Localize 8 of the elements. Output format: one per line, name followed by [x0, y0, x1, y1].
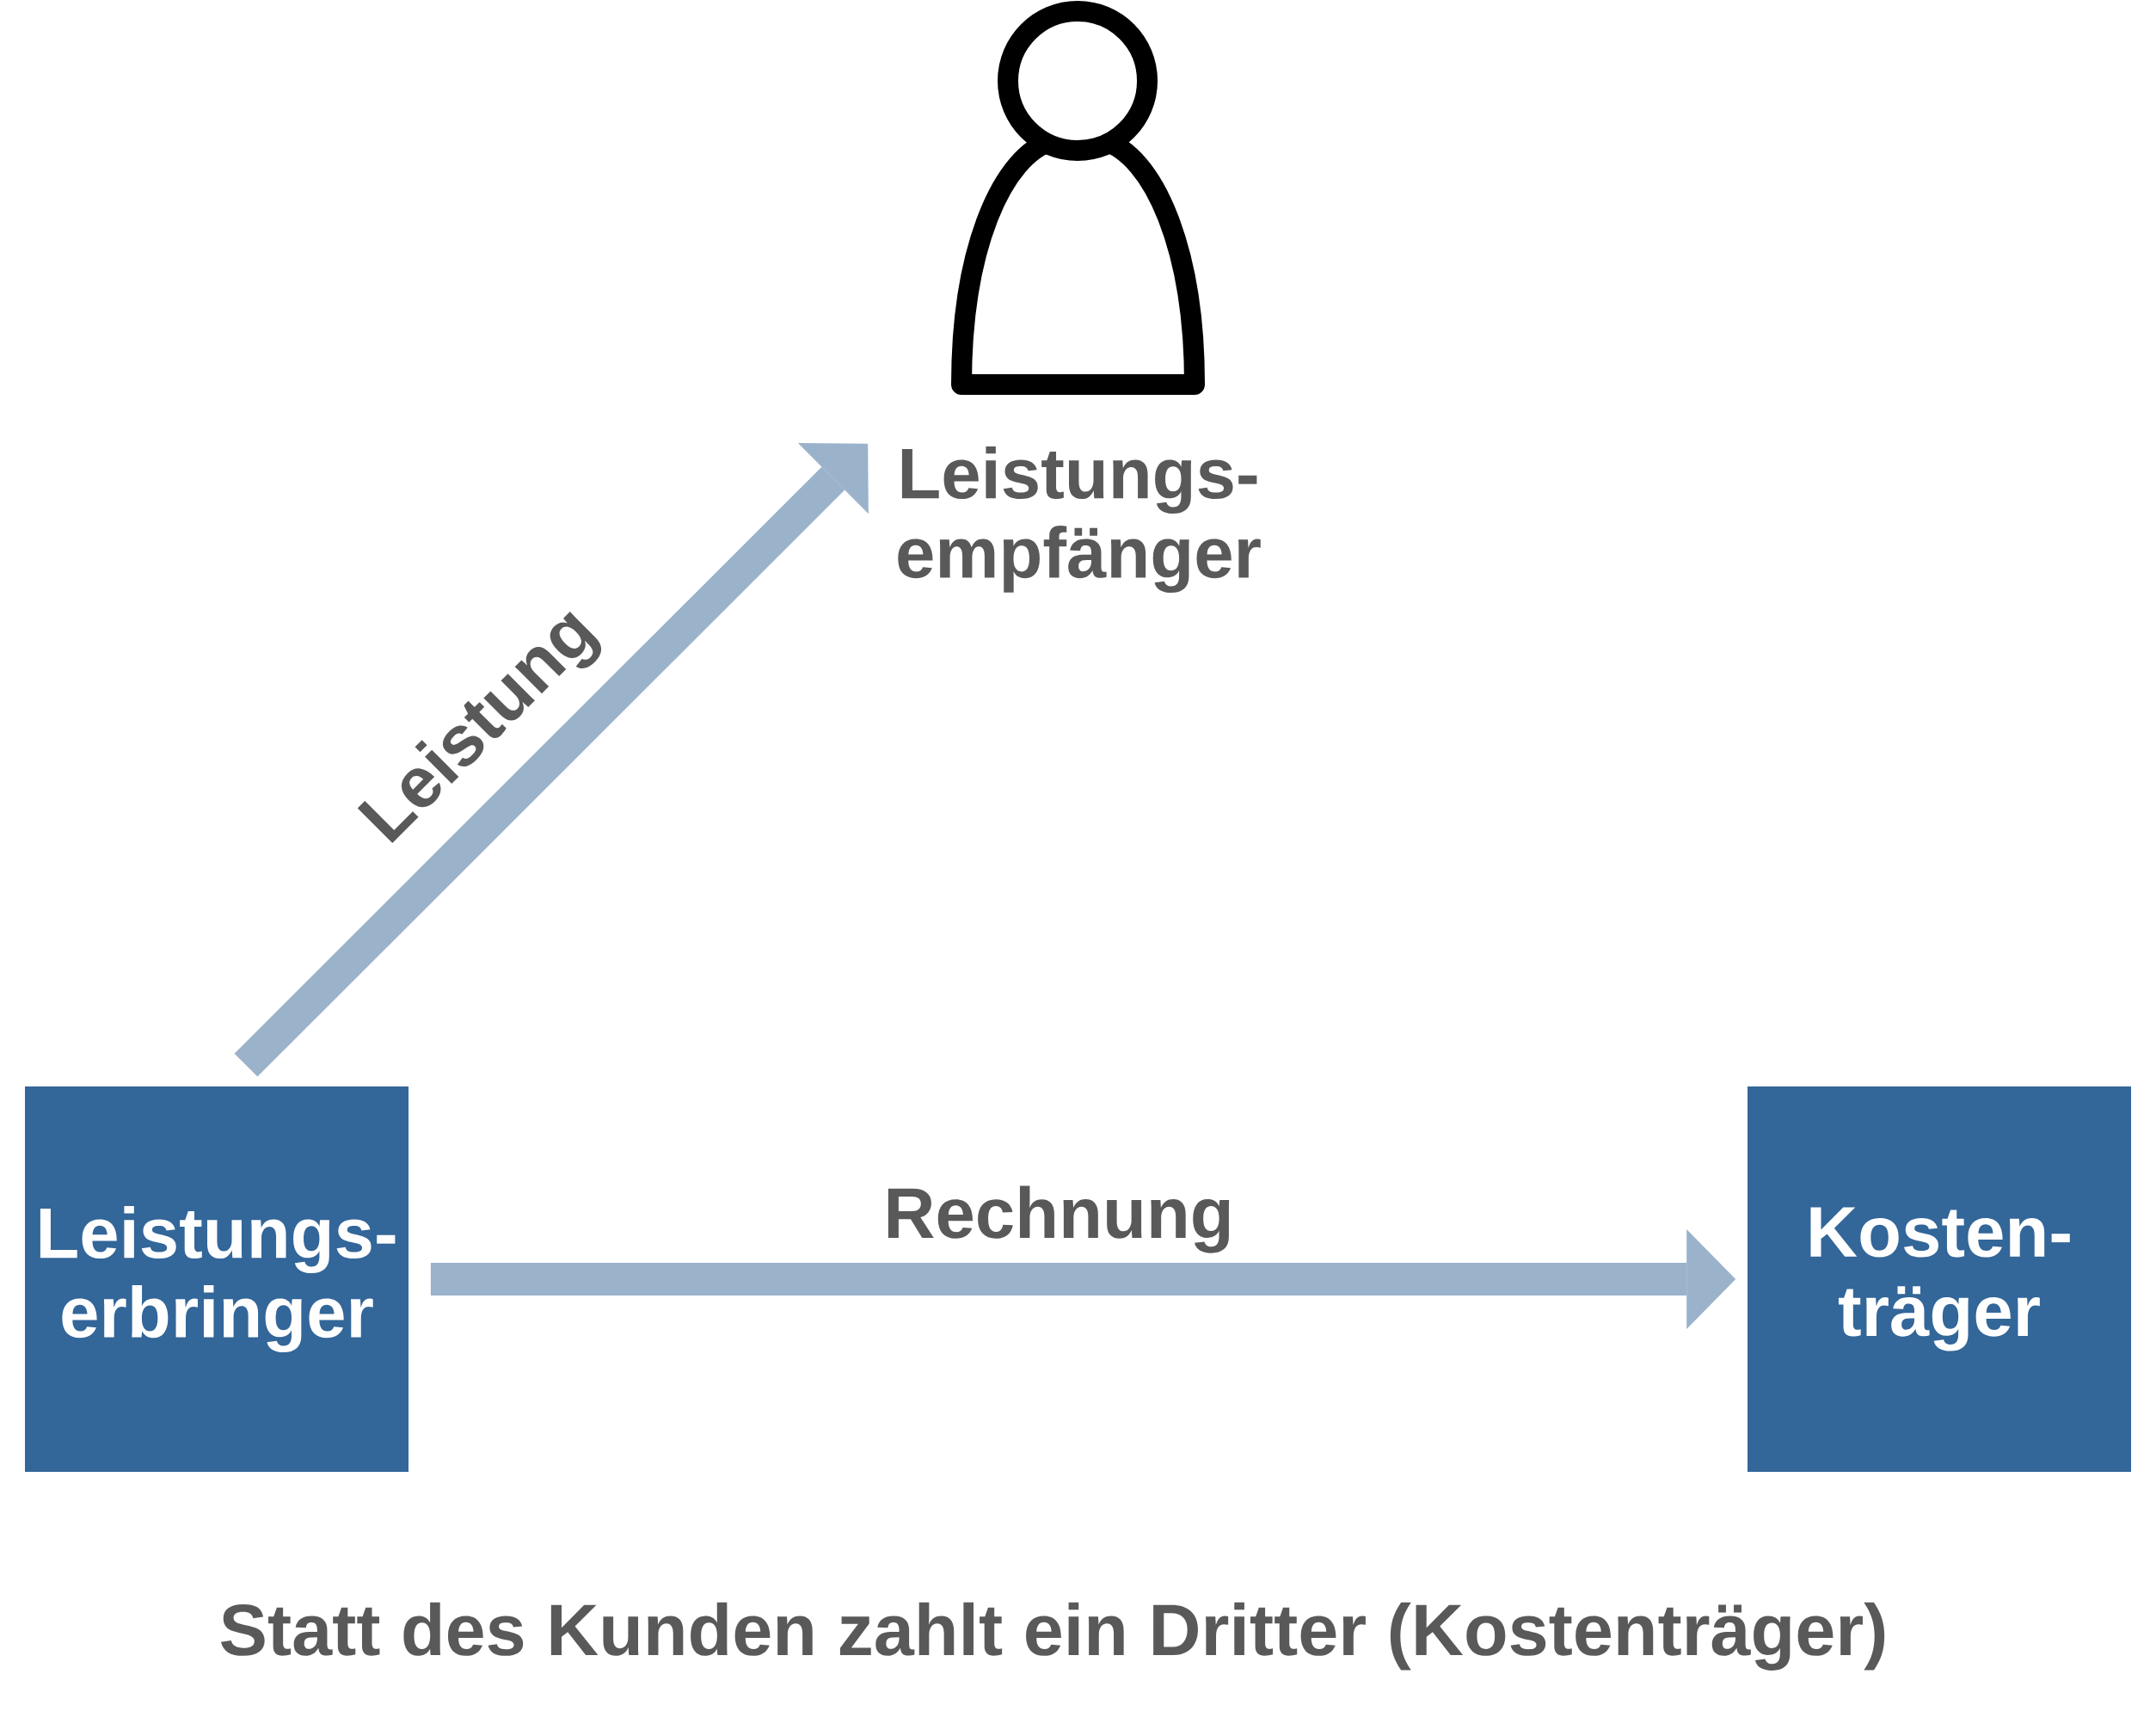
icon-label: Leistungs- empfänger: [898, 446, 1261, 594]
edge-label: Rechnung: [888, 1185, 1230, 1253]
role-box: Kosten- träger: [1748, 1086, 2132, 1472]
arrow: [234, 443, 869, 1077]
caption: Statt des Kunden zahlt ein Dritter (Kostenträger): [220, 1602, 1885, 1671]
arrow: [430, 1229, 1736, 1329]
role-box: Leistungs- erbringer: [25, 1086, 408, 1472]
person-icon: [951, 1, 1205, 395]
